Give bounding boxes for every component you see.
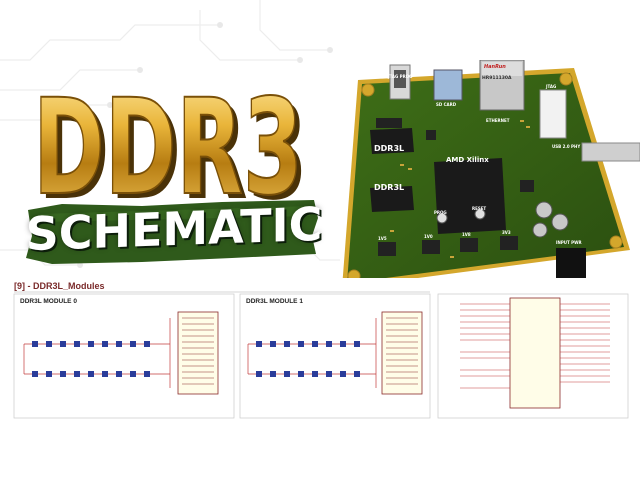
- button-label-reset: RESET: [472, 206, 487, 211]
- connector-label-jtag-prog: JTAG PROG: [388, 74, 413, 79]
- connector-label-usb-phy: USB 2.0 PHY: [552, 144, 581, 149]
- title-schematic: SCHEMATIC: [25, 196, 323, 262]
- title-ddr3-shadow: DDR3: [38, 76, 308, 210]
- module-0-label: DDR3L MODULE 0: [20, 298, 77, 305]
- title-ddr3-text: DDR3: [33, 71, 303, 210]
- module-1-label: DDR3L MODULE 1: [246, 298, 303, 305]
- connector-label-ethernet: ETHERNET: [486, 118, 510, 123]
- button-label-prog: PROG: [434, 210, 447, 215]
- connector-label-jtag: JTAG: [546, 84, 557, 89]
- ethernet-brand: HanRun: [484, 64, 506, 70]
- rail-label-3v3: 3V3: [502, 230, 511, 235]
- schematic-drawing: [13, 291, 629, 419]
- chip-label-ddr-bottom: DDR3L: [374, 183, 405, 192]
- pcb-board-svg: [342, 59, 640, 288]
- connector-label-sd-card: SD CARD: [436, 102, 457, 107]
- schematic-header: [9] - DDR3L_Modules: [14, 281, 105, 291]
- rail-label-1v0: 1V0: [424, 234, 433, 239]
- ethernet-part: HR911130A: [482, 76, 512, 81]
- chip-label-ddr-top: DDR3L: [374, 144, 405, 153]
- rail-label-1v5: 1V5: [378, 236, 387, 241]
- chip-label-fpga: AMD Xilinx: [446, 156, 489, 164]
- connector-label-input-pwr: INPUT PWR: [556, 240, 582, 245]
- title-ddr3: DDR3 DDR3: [32, 70, 308, 210]
- title-ribbon: [26, 200, 318, 264]
- pcb-board-image: DDR3L DDR3L AMD Xilinx HanRun HR911130A …: [330, 59, 640, 300]
- bottom-margin: [0, 420, 640, 480]
- rail-label-1v8: 1V8: [462, 232, 471, 237]
